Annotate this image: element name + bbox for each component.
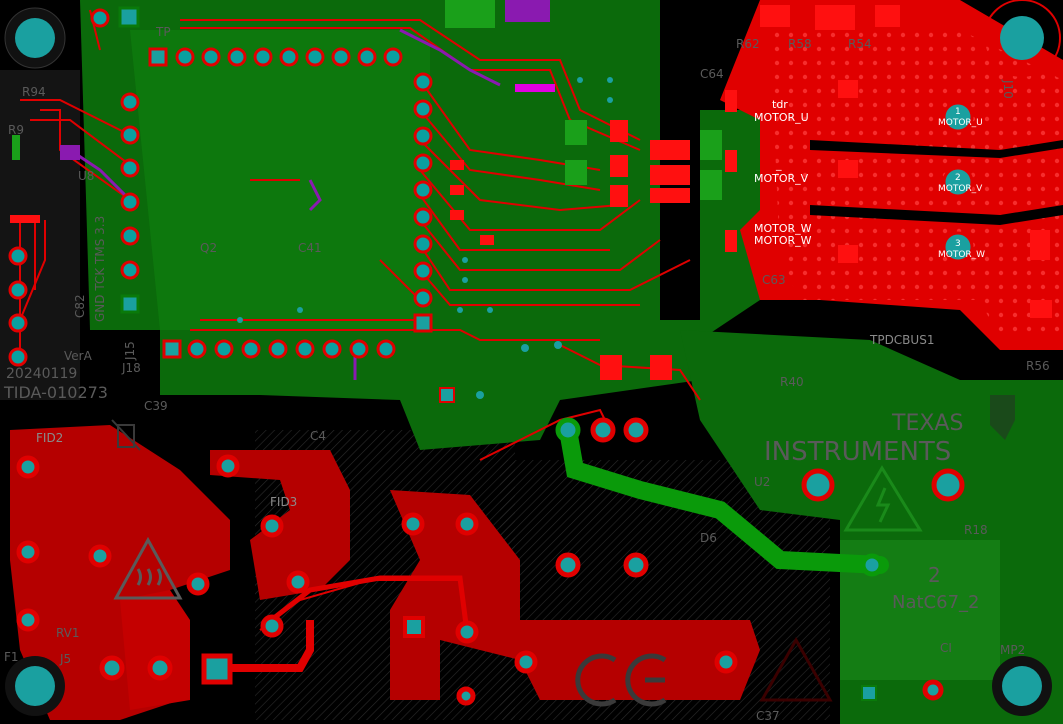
label-date: 20240119 (6, 366, 77, 382)
label-u2: U2 (754, 475, 770, 489)
label-d6: D6 (700, 531, 717, 545)
purple-pad-top (505, 0, 550, 22)
label-j5: J5 (59, 652, 71, 666)
label-motor-w-1: MOTOR_W (754, 222, 812, 235)
label-c39: C39 (144, 399, 168, 413)
label-motor-v-dash: _ (775, 158, 782, 171)
label-tida: TIDA-010273 (3, 383, 108, 402)
label-c82: C82 (73, 294, 87, 318)
ce-mark-icon (575, 653, 667, 707)
high-voltage-warning-icon (759, 636, 833, 702)
silkscreen-labels: R94 R9 U8 C82 GND TCK TMS 3.3 J15 J18 Ve… (3, 25, 1050, 723)
pad2-name: MOTOR_V (938, 184, 983, 194)
mounting-hole-icon (983, 0, 1061, 77)
mounting-hole-icon (4, 7, 66, 69)
pad2-number: 2 (955, 173, 961, 183)
label-fid3: FID3 (270, 495, 297, 509)
label-c41: C41 (298, 241, 322, 255)
label-motor-u: MOTOR_U (754, 111, 809, 124)
pad3-name: MOTOR_W (938, 250, 985, 260)
label-c63: C63 (762, 273, 786, 287)
power-trace-1 (220, 620, 314, 672)
motor-terminal-pads (942, 101, 974, 263)
smd-pad-array (10, 5, 1052, 380)
label-r40: R40 (780, 375, 804, 389)
label-tdr: tdr (772, 98, 788, 111)
bottom-power-trace (559, 421, 889, 574)
hot-surface-warning-icon (113, 536, 183, 600)
motor-labels: tdr MOTOR_U _ MOTOR_V MOTOR_W MOTOR_W 1 … (754, 98, 985, 260)
label-j15: J15 (123, 341, 137, 361)
label-j10: J10 (1001, 79, 1015, 99)
pad3-number: 3 (955, 239, 961, 249)
label-c4: C4 (310, 429, 326, 443)
bottom-smd-pads (12, 0, 722, 200)
label-tp: TP (155, 25, 171, 39)
high-voltage-warning-icon (843, 465, 923, 532)
label-mp2: MP2 (1000, 643, 1025, 657)
label-r56: R56 (1026, 359, 1050, 373)
label-rv1: RV1 (56, 626, 80, 640)
label-c37: C37 (756, 709, 780, 723)
label-motor-v: MOTOR_V (754, 172, 809, 185)
pad1-number: 1 (955, 107, 961, 117)
magenta-pad (515, 84, 555, 92)
label-f1: F1 (4, 650, 19, 664)
ti-logo-icon (990, 395, 1015, 440)
phase-gap-1 (810, 140, 1063, 158)
label-r18: R18 (964, 523, 988, 537)
label-nat: NatC67_2 (892, 592, 979, 613)
label-r9: R9 (8, 123, 24, 137)
through-hole-pads (8, 6, 965, 706)
label-motor-w-2: MOTOR_W (754, 234, 812, 247)
mounting-hole-icon (5, 656, 65, 716)
pad1-name: MOTOR_U (938, 118, 983, 128)
recycle-bin-icon (111, 419, 141, 451)
top-copper-power-right (390, 490, 760, 700)
label-j18: J18 (121, 361, 141, 375)
label-instruments: INSTRUMENTS (764, 437, 951, 467)
top-copper-fuse (120, 590, 190, 710)
left-silk-zone (0, 70, 80, 400)
label-ver: VerA (64, 349, 93, 363)
purple-pad-left (60, 145, 80, 160)
bottom-copper-pad-nat (840, 540, 1000, 680)
label-num2: 2 (928, 563, 941, 587)
label-r54: R54 (848, 37, 872, 51)
label-tms: GND TCK TMS 3.3 (93, 216, 107, 322)
label-ci: CI (940, 641, 952, 655)
label-c64: C64 (700, 67, 724, 81)
label-u8: U8 (78, 169, 94, 183)
label-texas: TEXAS (891, 411, 963, 436)
label-fid2: FID2 (36, 431, 63, 445)
vias (237, 77, 613, 399)
phase-gap-2 (810, 205, 1063, 225)
label-r62: R62 (736, 37, 760, 51)
power-trace-2 (263, 575, 470, 633)
label-q2: Q2 (200, 241, 217, 255)
label-r58: R58 (788, 37, 812, 51)
label-r94: R94 (22, 85, 46, 99)
label-tpdcbus1: TPDCBUS1 (869, 333, 934, 347)
mounting-hole-icon (992, 656, 1052, 716)
